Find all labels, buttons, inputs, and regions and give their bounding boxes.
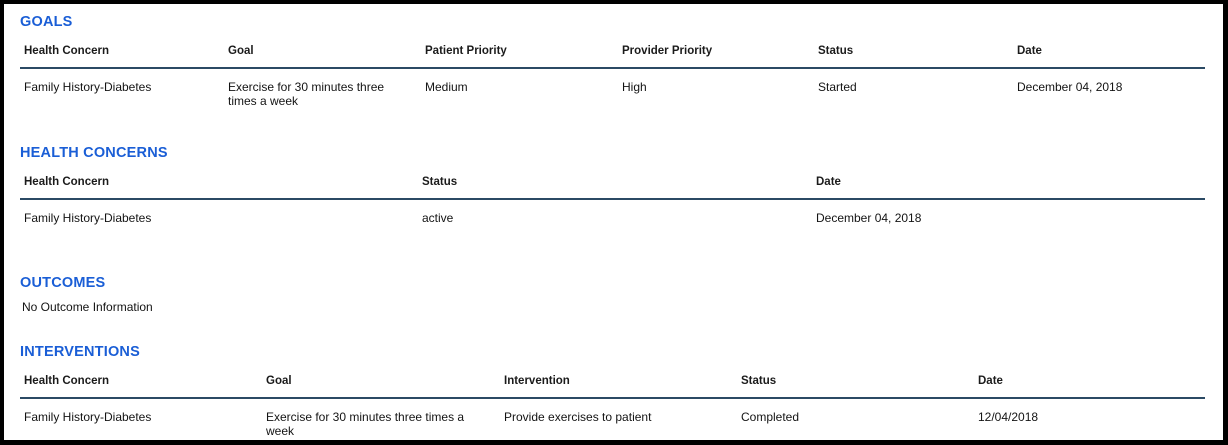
- cell-goal: Exercise for 30 minutes three times a we…: [266, 410, 465, 438]
- section-title-interventions: INTERVENTIONS: [20, 344, 140, 360]
- table-row: Family History-Diabetes active December …: [20, 199, 1205, 231]
- cell-health-concern: Family History-Diabetes: [24, 410, 152, 424]
- column-header-status: Status: [812, 44, 1011, 69]
- column-header-date: Date: [972, 374, 1205, 399]
- cell-intervention: Provide exercises to patient: [504, 410, 652, 424]
- cell-provider-priority: High: [622, 80, 647, 94]
- table-row: Family History-Diabetes Exercise for 30 …: [20, 398, 1205, 440]
- cell-patient-priority: Medium: [425, 80, 468, 94]
- column-header-goal: Goal: [222, 44, 419, 69]
- column-header-provider-priority: Provider Priority: [616, 44, 812, 69]
- section-outcomes: OUTCOMES No Outcome Information: [4, 275, 1223, 314]
- table-header-row: Health Concern Goal Patient Priority Pro…: [20, 44, 1205, 69]
- section-interventions: INTERVENTIONS Health Concern Goal Interv…: [4, 344, 1223, 440]
- column-header-intervention: Intervention: [498, 374, 735, 399]
- outcomes-empty-message: No Outcome Information: [22, 300, 153, 314]
- cell-date: December 04, 2018: [1017, 80, 1123, 94]
- column-header-health-concern: Health Concern: [20, 44, 222, 69]
- cell-goal: Exercise for 30 minutes three times a we…: [228, 80, 385, 108]
- column-header-status: Status: [735, 374, 972, 399]
- document-page: GOALS Health Concern Goal Patient Priori…: [4, 4, 1223, 440]
- column-header-health-concern: Health Concern: [20, 175, 416, 200]
- cell-status: active: [422, 211, 454, 225]
- cell-status: Started: [818, 80, 857, 94]
- goals-table: Health Concern Goal Patient Priority Pro…: [20, 44, 1205, 114]
- cell-health-concern: Family History-Diabetes: [24, 80, 152, 94]
- cell-health-concern: Family History-Diabetes: [24, 211, 152, 225]
- column-header-goal: Goal: [260, 374, 498, 399]
- health-concerns-table: Health Concern Status Date Family Histor…: [20, 175, 1205, 231]
- section-title-outcomes: OUTCOMES: [20, 275, 106, 291]
- section-title-health-concerns: HEALTH CONCERNS: [20, 145, 168, 161]
- section-health-concerns: HEALTH CONCERNS Health Concern Status Da…: [4, 145, 1223, 231]
- cell-status: Completed: [741, 410, 800, 424]
- column-header-health-concern: Health Concern: [20, 374, 260, 399]
- column-header-date: Date: [810, 175, 1205, 200]
- cell-date: 12/04/2018: [978, 410, 1039, 424]
- column-header-status: Status: [416, 175, 810, 200]
- interventions-table: Health Concern Goal Intervention Status …: [20, 374, 1205, 440]
- table-header-row: Health Concern Status Date: [20, 175, 1205, 200]
- column-header-date: Date: [1011, 44, 1205, 69]
- table-header-row: Health Concern Goal Intervention Status …: [20, 374, 1205, 399]
- column-header-patient-priority: Patient Priority: [419, 44, 616, 69]
- cell-date: December 04, 2018: [816, 211, 922, 225]
- section-goals: GOALS Health Concern Goal Patient Priori…: [4, 14, 1223, 114]
- table-row: Family History-Diabetes Exercise for 30 …: [20, 68, 1205, 114]
- section-title-goals: GOALS: [20, 14, 73, 30]
